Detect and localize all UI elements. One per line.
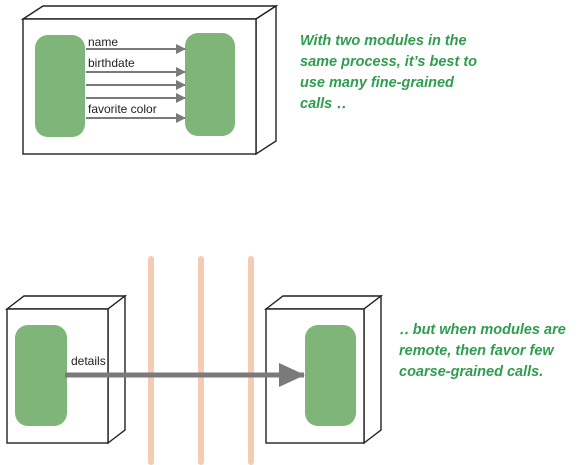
fine-grained-calls bbox=[86, 44, 186, 123]
call-label-birthdate: birthdate bbox=[88, 56, 135, 70]
module-remote-left bbox=[15, 325, 67, 426]
module-left bbox=[35, 35, 85, 137]
call-label-favorite-color: favorite color bbox=[88, 102, 157, 116]
module-right bbox=[185, 33, 235, 136]
caption-remote: ‥ but when modules are remote, then favo… bbox=[399, 322, 566, 380]
call-label-details: details bbox=[71, 354, 106, 368]
network-barriers bbox=[148, 256, 254, 465]
module-remote-right bbox=[305, 325, 356, 426]
caption-same-process: With two modules in the same process, it… bbox=[300, 33, 478, 112]
call-label-name: name bbox=[88, 35, 118, 49]
